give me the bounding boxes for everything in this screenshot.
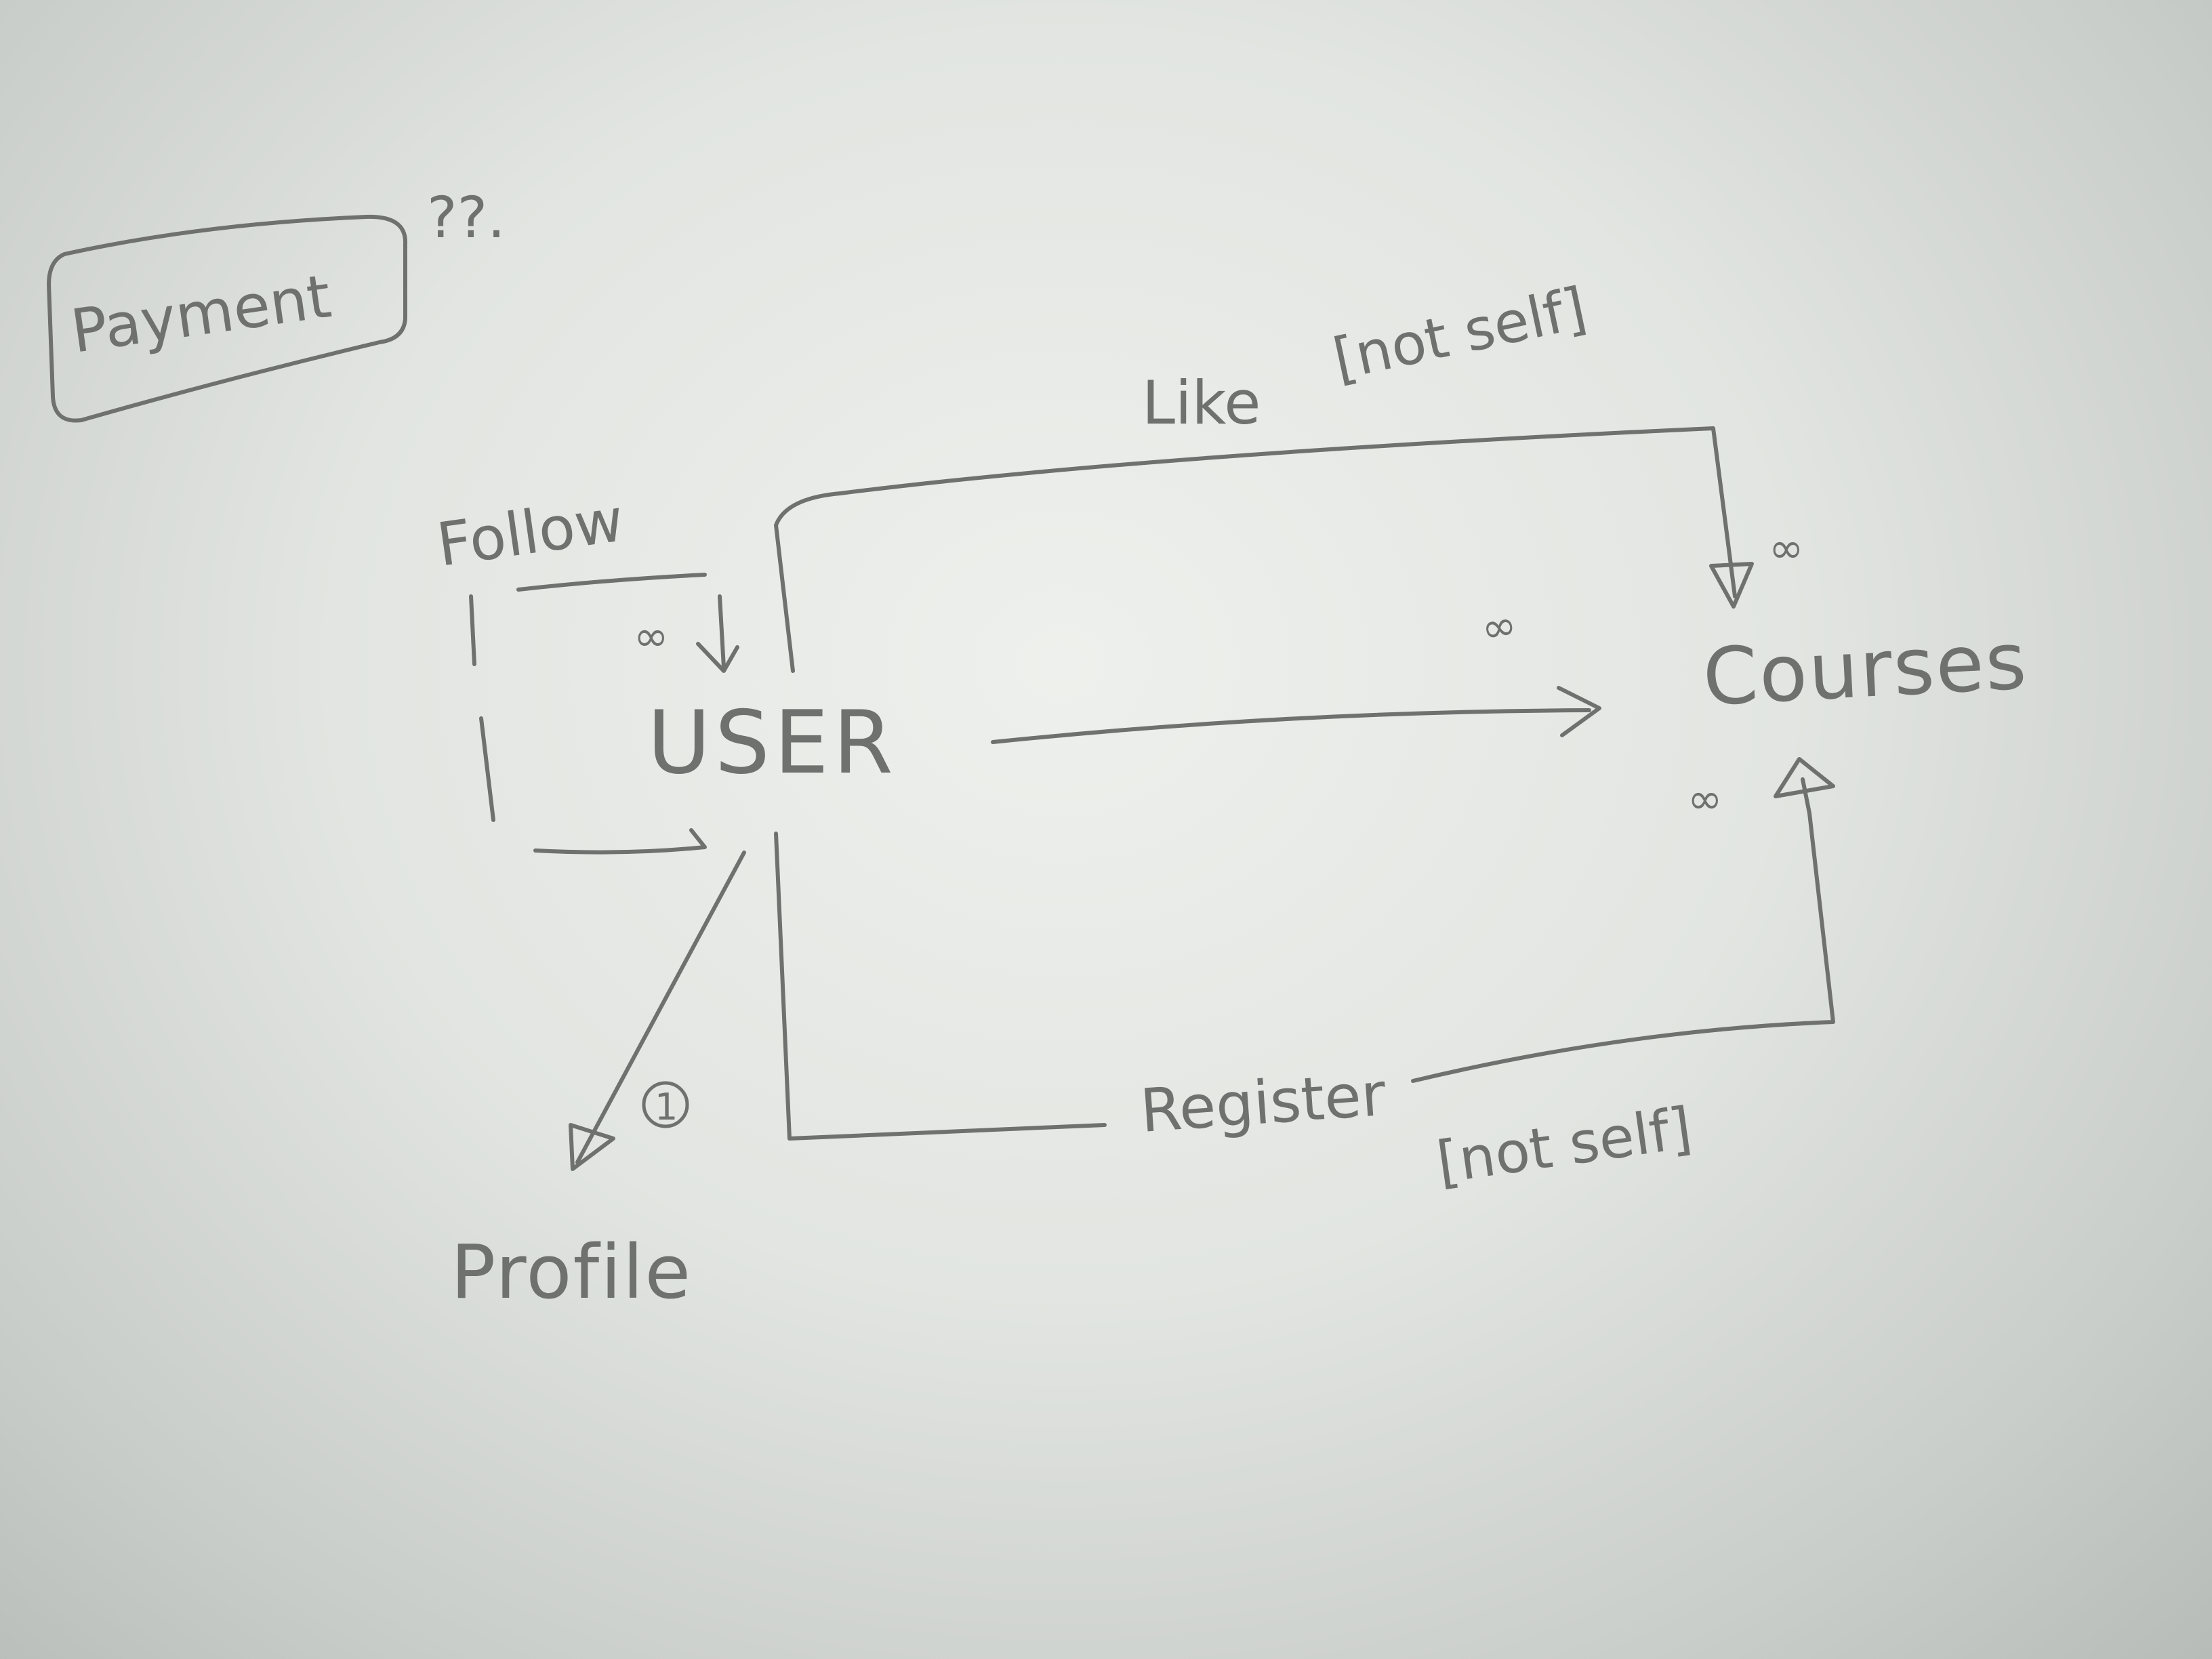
profile-arrow-head (569, 1123, 615, 1171)
like-multiplicity: ∞ (1769, 523, 1804, 573)
follow-label: Follow (433, 485, 628, 579)
follow-relationship: Follow ∞ (433, 485, 739, 855)
like-constraint: [not self] (1328, 274, 1592, 392)
user-courses-multiplicity: ∞ (1477, 599, 1521, 654)
courses-node: Courses (1700, 615, 2030, 724)
register-line-right (1411, 777, 1835, 1083)
profile-multiplicity-circle (642, 1081, 689, 1128)
register-arrow-head (1774, 757, 1835, 798)
register-multiplicity: ∞ (1687, 774, 1723, 823)
payment-node: Payment ??. (47, 184, 506, 423)
register-line-left (774, 832, 1107, 1141)
follow-loop-line (469, 573, 707, 855)
like-relationship: Like [not self] ∞ (774, 274, 1804, 673)
follow-arrow-head (696, 594, 739, 673)
register-relationship: Register [not self] ∞ (774, 757, 1835, 1196)
like-arrow-head (1709, 562, 1754, 609)
profile-relationship: 1 (569, 851, 746, 1171)
payment-question-note: ??. (427, 184, 506, 251)
follow-multiplicity: ∞ (634, 611, 669, 661)
user-courses-arrow-head (1557, 686, 1601, 737)
like-line (774, 426, 1737, 673)
payment-box (47, 214, 408, 423)
user-courses-relationship: ∞ (991, 599, 1601, 744)
user-node: USER (647, 693, 897, 794)
register-constraint: [not self] (1433, 1094, 1696, 1196)
like-label: Like (1142, 368, 1261, 438)
payment-label: Payment (67, 261, 335, 367)
user-courses-line (991, 708, 1591, 744)
profile-line (575, 851, 746, 1164)
register-label: Register (1138, 1059, 1388, 1146)
profile-node: Profile (451, 1229, 692, 1315)
profile-multiplicity: 1 (655, 1086, 678, 1128)
